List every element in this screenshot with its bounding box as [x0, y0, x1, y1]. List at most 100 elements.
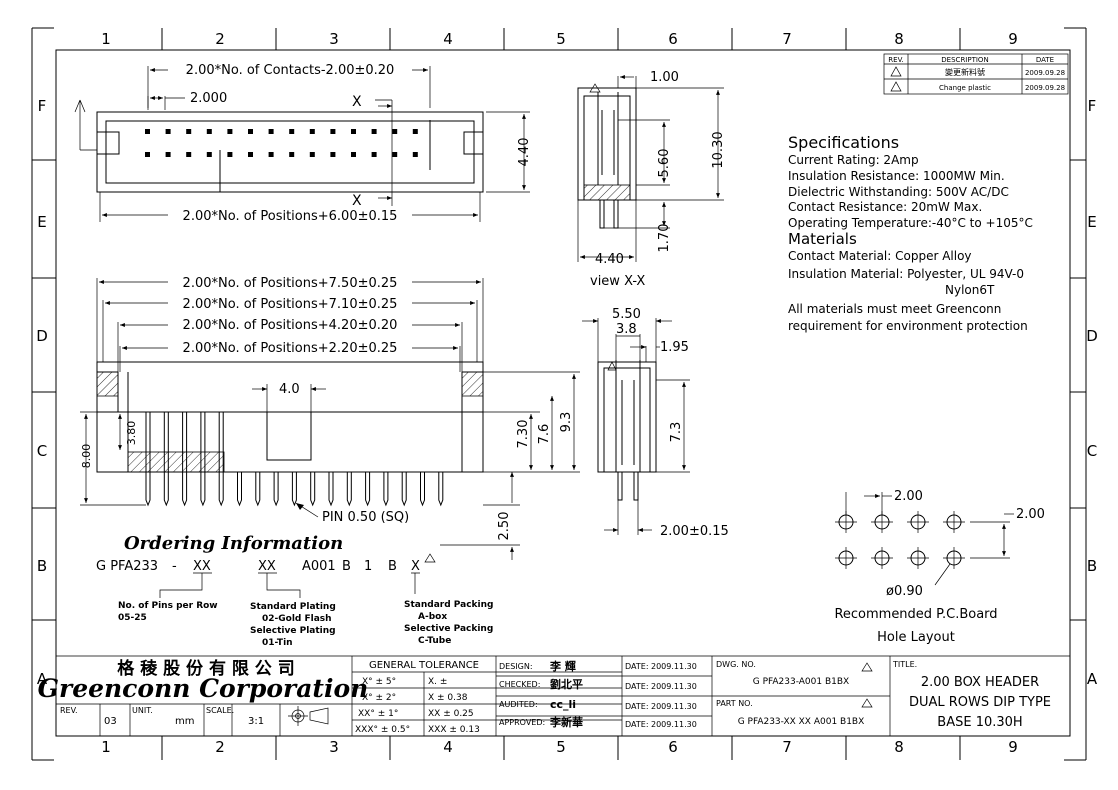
order-code-part: XX [193, 559, 211, 574]
dim-76: 7.6 [537, 424, 552, 445]
dim-730: 7.30 [516, 420, 531, 449]
date-header: DATE [1036, 56, 1054, 64]
rev-description: 變更新料號 [945, 67, 985, 77]
unit-label: UNIT. [132, 706, 153, 715]
col-label: 8 [894, 738, 904, 756]
pin-square [351, 129, 356, 134]
row-label: D [36, 327, 48, 345]
col-label: 5 [556, 738, 566, 756]
role-label: DESIGN: [499, 662, 533, 671]
pin-square [351, 152, 356, 157]
pin-square [186, 152, 192, 157]
col-label: 8 [894, 30, 904, 48]
material-line: All materials must meet Greenconn [788, 302, 1001, 316]
pin [255, 472, 261, 507]
pin [383, 472, 389, 507]
order-code-part: X [411, 559, 420, 574]
pin-square [145, 129, 150, 134]
col-label: 7 [782, 738, 792, 756]
scale-label: SCALE. [206, 706, 234, 715]
pin-square [206, 129, 212, 134]
section-caption: view X-X [590, 274, 645, 289]
tol-linear: XXX ± 0.13 [428, 725, 480, 735]
row-label: C [37, 442, 47, 460]
pin-square [371, 129, 377, 134]
plating-line: 01-Tin [262, 638, 293, 648]
row-label: A [37, 670, 48, 688]
revision-table: REV. DESCRIPTION DATE 變更新料號 2009.09.28 C… [883, 53, 1069, 95]
unit-value: mm [175, 716, 194, 727]
date-value: 2009.11.30 [651, 662, 697, 671]
description-header: DESCRIPTION [941, 56, 988, 64]
pcb-hole-size: ø0.90 [886, 584, 923, 599]
dim-contacts: 2.00*No. of Contacts-2.00±0.20 [186, 63, 395, 78]
pin-note: PIN 0.50 (SQ) [322, 510, 409, 525]
tol-linear: X. ± [428, 677, 447, 687]
col-label: 6 [668, 738, 678, 756]
dim-250: 2.50 [497, 512, 512, 541]
spec-line: Dielectric Withstanding: 500V AC/DC [788, 185, 1009, 199]
title-block: 格 稜 股 份 有 限 公 司 Greenconn Corporation RE… [38, 655, 1070, 736]
role-name: 李新華 [549, 715, 583, 729]
col-label: 4 [443, 30, 453, 48]
side-view: 5.50 3.8 1.95 7.3 2.00±0.15 [582, 307, 729, 539]
pin [346, 472, 352, 507]
pins-range: 05-25 [118, 613, 147, 623]
dim-195: 1.95 [660, 340, 689, 355]
pin [218, 412, 224, 507]
pin [273, 472, 279, 507]
role-label: APPROVED: [499, 718, 545, 727]
rev-triangle-icon [607, 361, 617, 371]
dwg-label: DWG. NO. [716, 660, 756, 669]
date-value: 2009.11.30 [651, 702, 697, 711]
col-label: 9 [1008, 738, 1018, 756]
order-code-part: A001 [302, 559, 336, 574]
pin-square [248, 152, 253, 157]
pin-square [145, 152, 150, 157]
plating-line: Standard Plating [250, 602, 336, 612]
rev-triangle-icon [861, 662, 873, 708]
pin-square [248, 129, 253, 134]
pins-label: No. of Pins per Row [118, 601, 218, 611]
front-view: 2.00*No. of Positions+7.50±0.25 2.00*No.… [80, 273, 580, 560]
rev-triangle-icon [589, 83, 601, 93]
dim-front-4: 2.00*No. of Positions+2.20±0.25 [183, 341, 398, 356]
row-label: E [37, 213, 46, 231]
date-label: DATE: [625, 682, 649, 691]
role-name: 劉北平 [550, 677, 583, 691]
spec-line: Insulation Resistance: 1000MW Min. [788, 169, 1005, 183]
col-label: 2 [215, 738, 225, 756]
dim-section-mid: 5.60 [657, 149, 672, 178]
pin [291, 472, 297, 507]
spec-title: Specifications [788, 133, 899, 152]
section-bottom-label: X [352, 193, 362, 209]
row-label: F [1088, 97, 1097, 115]
pin-square [206, 152, 212, 157]
row-label: E [1087, 213, 1096, 231]
specifications: Specifications Current Rating: 2Amp Insu… [788, 133, 1033, 333]
pin [237, 472, 242, 507]
front-pin-array [145, 412, 444, 507]
col-label: 9 [1008, 30, 1018, 48]
col-label: 7 [782, 30, 792, 48]
column-labels-bottom: 1 2 3 4 5 6 7 8 9 [101, 738, 1018, 756]
dim-section-total: 10.30 [711, 131, 726, 168]
part-number: G PFA233-XX XX A001 B1BX [738, 717, 865, 727]
drawing-title: BASE 10.30H [937, 715, 1022, 730]
dim-380: 3.80 [125, 421, 138, 446]
row-labels-right: F E D C B A [1086, 97, 1098, 688]
role-label: CHECKED: [499, 680, 540, 689]
role-label: AUDITED: [499, 700, 538, 709]
dim-200: 2.00±0.15 [660, 524, 729, 539]
sheet-frame [31, 27, 1087, 761]
dim-section-pin: 1.70 [657, 224, 672, 253]
pcb-hole [943, 547, 965, 569]
pcb-caption-1: Recommended P.C.Board [834, 607, 997, 622]
company-name-cn: 格 稜 股 份 有 限 公 司 [117, 658, 294, 679]
pcb-dim-y: 2.00 [1016, 507, 1045, 522]
dim-550: 5.50 [612, 307, 641, 322]
top-pin-array [145, 129, 418, 157]
pcb-hole [907, 511, 929, 533]
rev-value: 03 [104, 716, 117, 727]
